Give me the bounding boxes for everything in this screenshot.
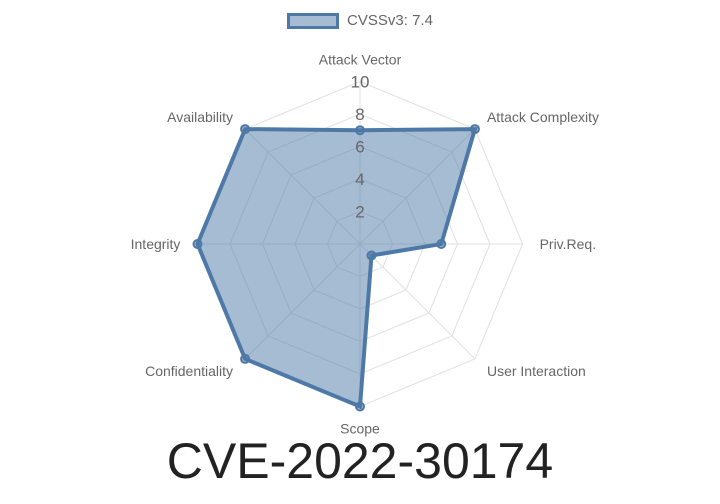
- chart-legend[interactable]: CVSSv3: 7.4: [0, 12, 720, 29]
- tick-label: 6: [355, 138, 364, 157]
- data-point: [366, 250, 377, 261]
- axis-label: User Interaction: [487, 363, 586, 379]
- data-point: [436, 239, 447, 249]
- axis-label: Availability: [167, 109, 233, 125]
- data-point: [355, 125, 365, 136]
- axis-label: Attack Vector: [319, 51, 402, 67]
- grid-spoke: [359, 243, 476, 360]
- legend-swatch: [287, 12, 340, 29]
- axis-label: Priv.Req.: [540, 236, 597, 252]
- data-point: [469, 124, 480, 135]
- data-point: [240, 124, 251, 135]
- tick-label: 8: [355, 105, 364, 124]
- axis-label: Integrity: [131, 236, 181, 252]
- axis-label: Attack Complexity: [487, 109, 599, 125]
- data-area: [195, 127, 478, 410]
- axis-label: Confidentiality: [145, 363, 233, 379]
- data-point: [240, 353, 251, 364]
- tick-label: 10: [351, 73, 370, 92]
- chart-title: CVE-2022-30174: [166, 433, 554, 489]
- tick-label: 2: [355, 203, 364, 222]
- legend-label: CVSSv3: 7.4: [347, 12, 433, 29]
- axis-label: Scope: [340, 421, 380, 437]
- data-point: [355, 401, 365, 412]
- tick-label: 4: [355, 170, 364, 189]
- data-point: [192, 239, 203, 249]
